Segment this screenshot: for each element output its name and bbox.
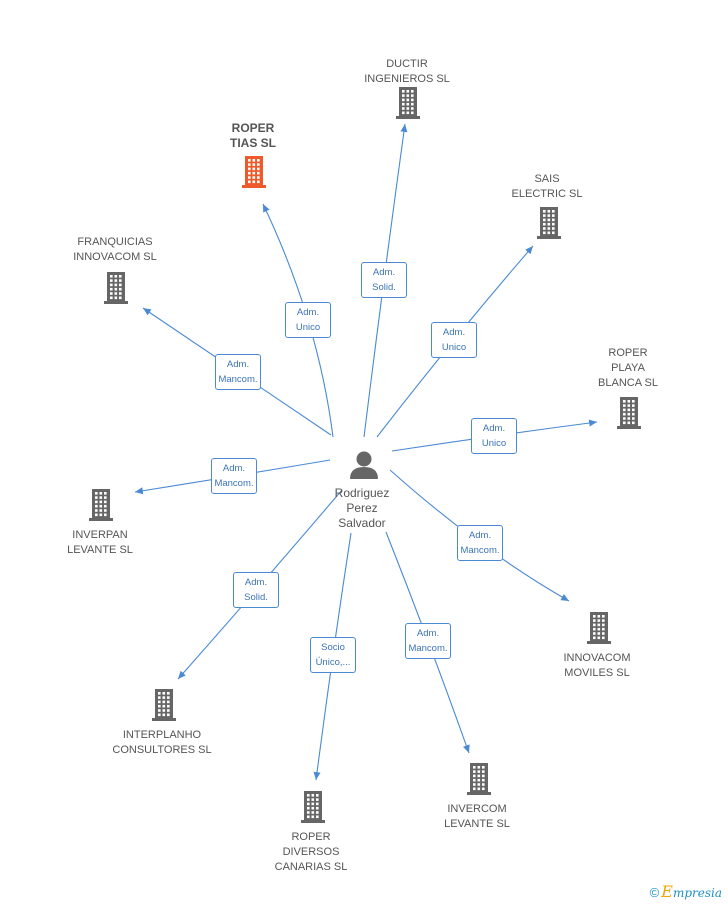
company-label-roper-playa[interactable]: ROPER PLAYA BLANCA SL: [598, 346, 658, 391]
company-label-line: MOVILES SL: [564, 667, 630, 679]
edge-label-line: Unico: [481, 438, 507, 449]
edge-label-line: Adm.: [442, 327, 466, 338]
brand-name: mpresia: [672, 886, 722, 900]
edge-label-line: Socio: [321, 642, 345, 653]
building-icon-ductir[interactable]: [396, 87, 420, 119]
building-icon-roper-playa[interactable]: [617, 397, 641, 429]
edge-label-line: Adm.: [482, 423, 506, 434]
edge-label-line: Único,...: [315, 657, 351, 668]
company-label-interplanho[interactable]: INTERPLANHO CONSULTORES SL: [112, 728, 211, 758]
company-label-line: INTERPLANHO: [122, 729, 202, 741]
edge-label-line: Unico: [295, 322, 321, 333]
company-label-line: INGENIEROS SL: [364, 73, 450, 85]
edge-label-line: Mancom.: [460, 545, 500, 556]
company-label-line: INNOVACOM SL: [73, 251, 157, 263]
building-icon-roper-diversos[interactable]: [301, 791, 325, 823]
building-icon-sais[interactable]: [537, 207, 561, 239]
building-icon-roper-tias[interactable]: [242, 156, 266, 188]
company-label-line: TIAS SL: [229, 136, 277, 150]
company-label-sais[interactable]: SAIS ELECTRIC SL: [512, 172, 583, 202]
company-label-roper-diversos[interactable]: ROPER DIVERSOS CANARIAS SL: [275, 830, 348, 875]
company-label-ductir[interactable]: DUCTIR INGENIEROS SL: [364, 57, 450, 87]
edge-label-line: Adm.: [296, 307, 320, 318]
company-label-line: INVERCOM: [447, 803, 507, 815]
edge-label-line: Adm.: [416, 628, 440, 639]
building-icon-innovacom-moviles[interactable]: [587, 612, 611, 644]
center-person-name[interactable]: Rodriguez Perez Salvador: [334, 486, 390, 530]
company-label-line: CONSULTORES SL: [112, 744, 212, 756]
company-label-line: ELECTRIC SL: [511, 188, 583, 200]
company-label-line: LEVANTE SL: [444, 818, 510, 830]
company-label-line: DIVERSOS: [282, 846, 340, 858]
empresia-watermark: ©Empresia: [650, 882, 722, 901]
company-label-innovacom-moviles[interactable]: INNOVACOM MOVILES SL: [563, 651, 630, 681]
edge-label-line: Solid.: [372, 282, 396, 293]
company-label-inverpan[interactable]: INVERPAN LEVANTE SL: [67, 528, 133, 558]
edge-label-ductir[interactable]: Adm. Solid.: [361, 262, 407, 298]
edge-label-line: Unico: [441, 342, 467, 353]
edge-label-line: Adm.: [244, 577, 268, 588]
edge-label-line: Mancom.: [408, 643, 448, 654]
copyright-icon: ©: [649, 885, 660, 900]
company-label-line: BLANCA SL: [598, 377, 658, 389]
company-label-line: ROPER: [608, 347, 648, 359]
company-label-line: CANARIAS SL: [274, 861, 348, 873]
edge-label-franquicias[interactable]: Adm. Mancom.: [215, 354, 261, 390]
company-label-line: INNOVACOM: [563, 652, 631, 664]
edge-label-roper-playa[interactable]: Adm. Unico: [471, 418, 517, 454]
edge-label-line: Adm.: [468, 530, 492, 541]
company-label-line: DUCTIR: [386, 58, 428, 70]
building-icon-inverpan[interactable]: [89, 489, 113, 521]
company-label-line: LEVANTE SL: [67, 544, 133, 556]
edge-label-line: Adm.: [226, 359, 250, 370]
company-label-line: SAIS: [534, 173, 560, 185]
edge-label-line: Mancom.: [218, 374, 258, 385]
building-icon-invercom[interactable]: [467, 763, 491, 795]
brand-initial: E: [661, 882, 673, 901]
edge-label-line: Mancom.: [214, 478, 254, 489]
company-label-line: ROPER: [231, 121, 275, 135]
company-label-invercom[interactable]: INVERCOM LEVANTE SL: [444, 802, 510, 832]
edge-label-innovacom-moviles[interactable]: Adm. Mancom.: [457, 525, 503, 561]
edge-label-invercom[interactable]: Adm. Mancom.: [405, 623, 451, 659]
company-label-line: ROPER: [291, 831, 331, 843]
edge-label-inverpan[interactable]: Adm. Mancom.: [211, 458, 257, 494]
edge-label-line: Solid.: [244, 592, 268, 603]
building-icon-franquicias[interactable]: [104, 272, 128, 304]
company-label-line: FRANQUICIAS: [77, 236, 153, 248]
person-icon[interactable]: [350, 451, 378, 480]
building-icon-interplanho[interactable]: [152, 689, 176, 721]
edge-label-interplanho[interactable]: Adm. Solid.: [233, 572, 279, 608]
edge-label-roper-tias[interactable]: Adm. Unico: [285, 302, 331, 338]
company-label-franquicias[interactable]: FRANQUICIAS INNOVACOM SL: [73, 235, 157, 265]
company-label-line: PLAYA: [611, 362, 645, 374]
edge-label-sais[interactable]: Adm. Unico: [431, 322, 477, 358]
edge-label-line: Adm.: [372, 267, 396, 278]
edge-label-line: Adm.: [222, 463, 246, 474]
company-label-line: INVERPAN: [72, 529, 128, 541]
